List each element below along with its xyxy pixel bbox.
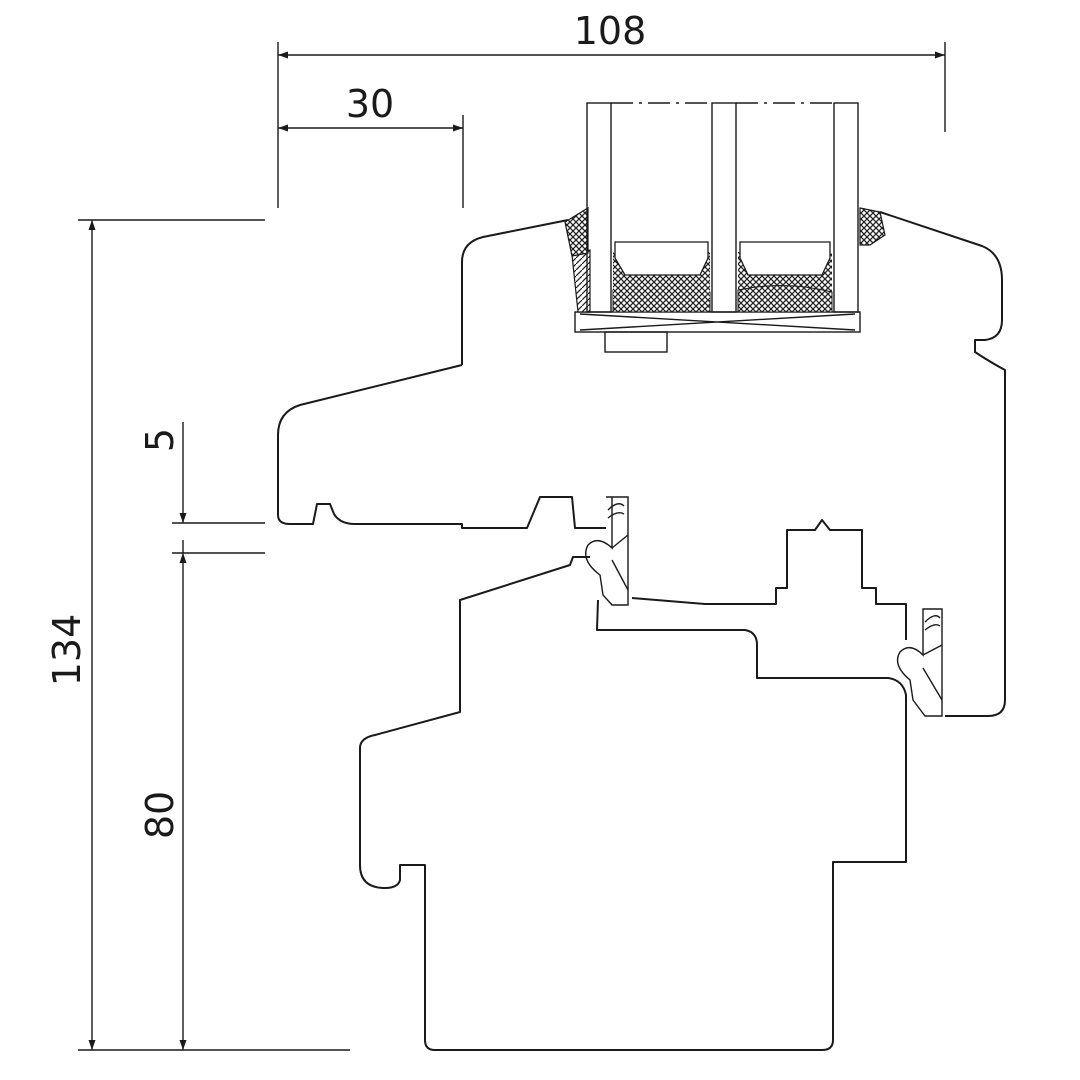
glass-pane-outer — [586, 102, 612, 313]
glass-pane-inner — [833, 102, 859, 313]
spacer-2 — [739, 241, 831, 276]
frame-profile — [359, 556, 907, 1051]
dim-label-30: 30 — [346, 82, 394, 126]
dim-label-108: 108 — [574, 9, 647, 53]
gasket-inner — [896, 608, 943, 717]
dimension-lines — [78, 42, 946, 1051]
inner-seal — [859, 207, 886, 246]
glass-pane-middle — [711, 102, 737, 313]
outer-seal — [564, 206, 589, 257]
gasket-outer — [585, 496, 629, 606]
setting-block — [604, 331, 668, 353]
sash-profile — [277, 211, 1006, 717]
dim-label-80: 80 — [138, 791, 182, 839]
dim-label-5: 5 — [138, 428, 182, 452]
glazing-unit — [564, 102, 886, 353]
spacer-1 — [614, 241, 709, 276]
dim-label-134: 134 — [45, 614, 89, 687]
